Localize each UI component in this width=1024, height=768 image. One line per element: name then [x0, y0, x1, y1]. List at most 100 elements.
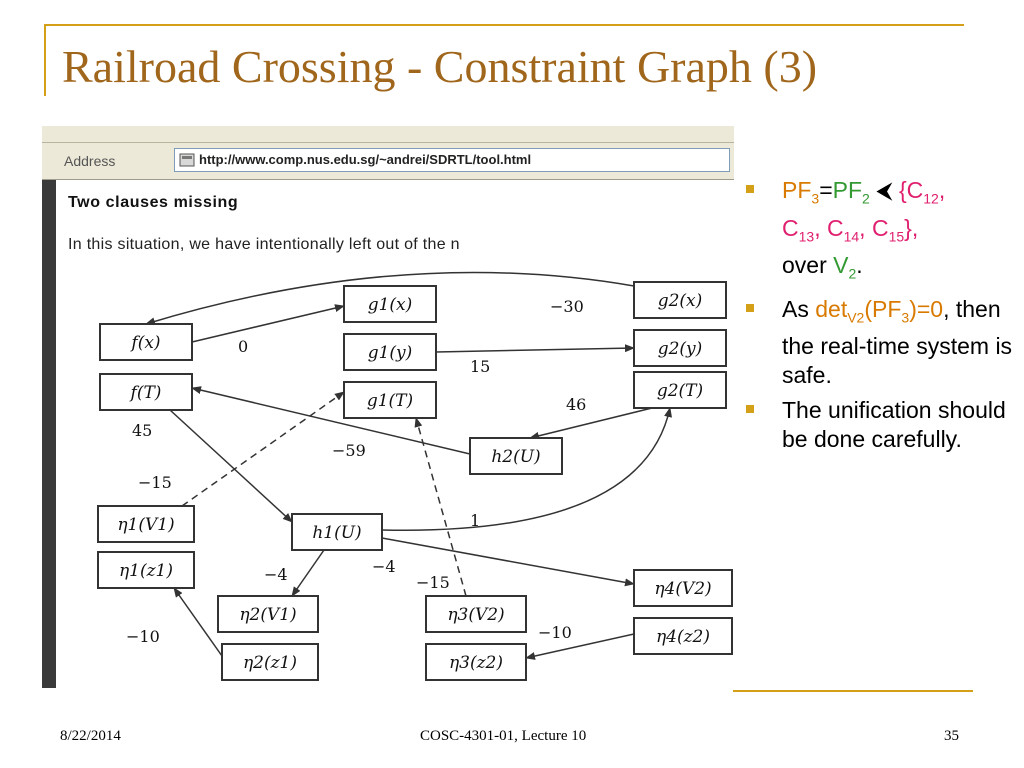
graph-node-h1U: h1(U) [291, 513, 383, 551]
equals-text: = [819, 177, 833, 203]
slide-title: Railroad Crossing - Constraint Graph (3) [62, 41, 818, 92]
safe-text: , then the real-time system is safe. [782, 295, 1013, 389]
graph-node-label: η1(V1) [117, 515, 174, 535]
bullet-item: The unification should be done carefully… [742, 396, 1017, 454]
bullet-item: As detV2(PF3)=0, then the real-time syst… [742, 295, 1017, 391]
graph-edge-fx-g1x [191, 304, 345, 343]
det-arg-text: (PF [864, 295, 902, 322]
v-text: V [833, 252, 849, 279]
graph-node-label: f(x) [129, 333, 160, 353]
graph-node-label: h1(U) [312, 523, 361, 543]
graph-node-g1T: g1(T) [343, 381, 437, 419]
graph-node-label: η2(V1) [239, 605, 296, 625]
graph-node-label: η4(V2) [654, 579, 711, 599]
edge-label: 0 [238, 337, 248, 356]
graph-node-label: g1(x) [368, 295, 413, 315]
det-zero-text: )=0 [909, 295, 944, 322]
frame-left-line [44, 24, 46, 96]
pf3-sub: 3 [811, 190, 820, 207]
edge-label: −4 [264, 565, 288, 584]
as-text: As [782, 295, 816, 322]
edge-label: −15 [138, 473, 172, 492]
graph-node-label: g2(y) [658, 339, 703, 359]
graph-edge-n4z2-n3z2 [525, 633, 635, 660]
v-sub: 2 [848, 265, 857, 282]
set-sep-1: , [938, 177, 946, 203]
det-sub: V2 [847, 309, 865, 326]
graph-node-g1x: g1(x) [343, 285, 437, 323]
browser-left-border [42, 180, 56, 688]
graph-node-box [99, 323, 193, 361]
graph-node-box [633, 329, 727, 367]
graph-node-label: η2(z1) [243, 653, 297, 673]
unification-text: The unification should be done carefully… [782, 397, 1006, 453]
graph-edge-g1y-g2y [435, 344, 635, 353]
address-url: http://www.comp.nus.edu.sg/~andrei/SDRTL… [199, 152, 532, 167]
graph-node-g2x: g2(x) [633, 281, 727, 319]
graph-node-box [633, 281, 727, 319]
pf2-text: PF [832, 177, 863, 203]
graph-node-label: η1(z1) [119, 561, 173, 581]
set-sep-3: , C [859, 214, 889, 241]
graph-node-box [343, 381, 437, 419]
footer-page-number: 35 [944, 728, 959, 744]
graph-edge-n2z1-n1z1 [173, 587, 223, 657]
graph-node-label: h2(U) [491, 447, 540, 467]
frame-bottom-line [733, 690, 973, 692]
graph-node-g1y: g1(y) [343, 333, 437, 371]
graph-node-box [99, 373, 193, 411]
graph-node-box [425, 595, 527, 633]
graph-edge-h1U-g2T [381, 407, 672, 532]
doc-heading: Two clauses missing [68, 194, 239, 211]
bullet-list: PF3=PF2 ⮜ {C12,C13, C14, C15},over V2. A… [742, 176, 1017, 460]
graph-node-label: f(T) [129, 383, 162, 403]
graph-edge-h1U-n2V1 [291, 549, 325, 597]
graph-nodes: f(x) f(T) g1(x) g1(y) g1(T) g2(x) g2(y) g2(T) h2… [97, 281, 733, 681]
graph-edge-g2T-h2U [529, 407, 653, 440]
c14-sub: 14 [843, 228, 860, 245]
graph-node-box [343, 285, 437, 323]
graph-node-box [97, 551, 195, 589]
graph-edge-fT-h1U [169, 409, 293, 523]
bullet-marker [746, 405, 754, 414]
pf3-text: PF [782, 177, 812, 203]
footer-course: COSC-4301-01, Lecture 10 [420, 728, 587, 744]
frame-top-line [44, 24, 964, 26]
edge-label: 46 [566, 395, 586, 414]
graph-node-n2V1: η2(V1) [217, 595, 319, 633]
graph-node-n4V2: η4(V2) [633, 569, 733, 607]
graph-node-box [343, 333, 437, 371]
graph-edges [145, 271, 672, 660]
graph-node-label: η3(V2) [447, 605, 504, 625]
set-close-text: }, [904, 214, 919, 241]
graph-node-fx: f(x) [99, 323, 193, 361]
graph-edge-g2x-fx [145, 271, 635, 326]
bullet-item: PF3=PF2 ⮜ {C12,C13, C14, C15},over V2. [742, 176, 1017, 289]
graph-node-g2y: g2(y) [633, 329, 727, 367]
set-open-text: {C [898, 177, 924, 203]
edge-label: 15 [470, 357, 490, 376]
edge-label: −4 [372, 557, 396, 576]
graph-node-box [633, 569, 733, 607]
address-field[interactable]: http://www.comp.nus.edu.sg/~andrei/SDRTL… [174, 148, 730, 172]
graph-node-box [217, 595, 319, 633]
bullet-marker [746, 185, 754, 193]
graph-node-label: g2(T) [657, 381, 703, 401]
over-text: over [782, 252, 834, 279]
c15-sub: 15 [888, 228, 905, 245]
graph-node-box [97, 505, 195, 543]
graph-node-box [221, 643, 319, 681]
graph-node-n4z2: η4(z2) [633, 617, 733, 655]
c13-sub: 13 [798, 228, 815, 245]
edge-label: −10 [126, 627, 160, 646]
graph-edge-h1U-n4V2 [381, 537, 635, 587]
graph-node-label: η4(z2) [656, 627, 710, 647]
edge-label: −10 [538, 623, 572, 642]
c12-sub: 12 [923, 190, 939, 207]
edge-label: 1 [470, 511, 480, 530]
graph-node-n3z2: η3(z2) [425, 643, 527, 681]
graph-node-fT: f(T) [99, 373, 193, 411]
dot-text: . [856, 252, 863, 279]
